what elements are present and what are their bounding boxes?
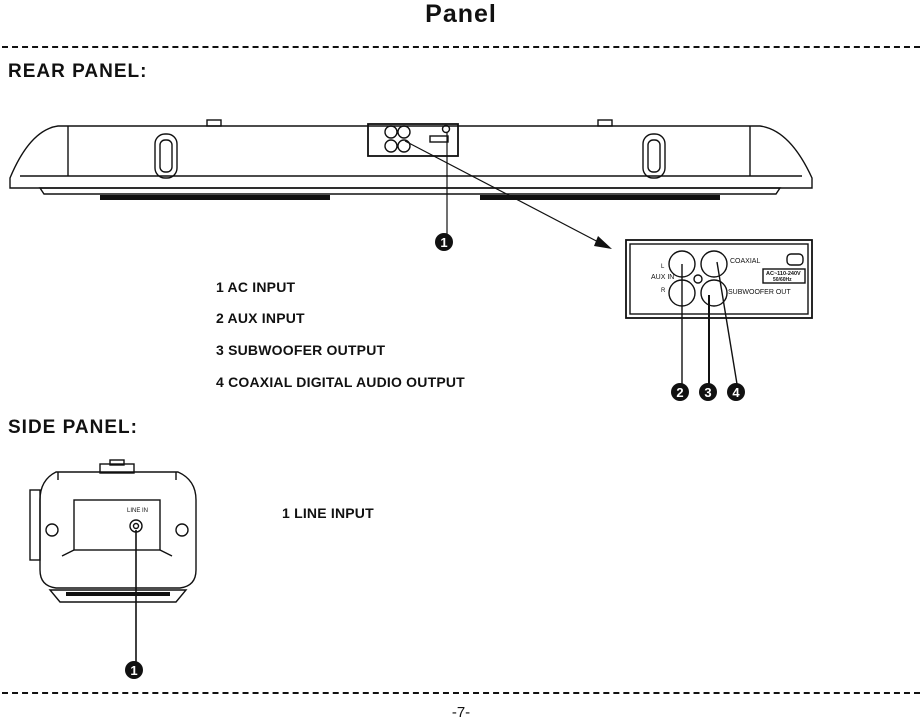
side-view-drawing xyxy=(29,459,197,662)
bottom-divider xyxy=(2,692,920,694)
rating-label-line1: AC~110-240V xyxy=(766,271,801,277)
page-number: -7- xyxy=(451,704,471,721)
jack-panel-zoom xyxy=(625,239,813,385)
svg-text:4: 4 xyxy=(732,385,740,400)
rear-legend-item-2: 2 AUX INPUT xyxy=(216,310,305,326)
aux-r-label: R xyxy=(661,288,666,294)
page-title: Panel xyxy=(425,0,497,28)
line-in-label: LINE IN xyxy=(127,508,148,514)
bottom-vents xyxy=(100,195,720,200)
rear-panel-heading: REAR PANEL: xyxy=(8,61,148,82)
soundbar-rear-view xyxy=(9,119,813,195)
zoom-arrow-head xyxy=(594,236,612,249)
svg-text:3: 3 xyxy=(704,385,711,400)
callout-badge-1-side: 1 xyxy=(125,661,143,679)
rear-legend-item-1: 1 AC INPUT xyxy=(216,279,296,295)
aux-l-label: L xyxy=(661,264,665,270)
side-legend-item-1: 1 LINE INPUT xyxy=(282,505,374,521)
aux-in-label: AUX IN xyxy=(651,274,674,281)
callout-badge-4: 4 xyxy=(727,383,745,401)
callout-badge-3: 3 xyxy=(699,383,717,401)
side-vents xyxy=(66,592,170,596)
side-panel-heading: SIDE PANEL: xyxy=(8,417,138,438)
svg-text:1: 1 xyxy=(130,663,137,678)
svg-text:1: 1 xyxy=(440,235,447,250)
subwoofer-out-label: SUBWOOFER OUT xyxy=(728,289,791,296)
coaxial-label: COAXIAL xyxy=(730,258,760,265)
callout-badge-2: 2 xyxy=(671,383,689,401)
svg-text:2: 2 xyxy=(676,385,683,400)
top-divider xyxy=(2,46,920,48)
zoom-arrow-line xyxy=(404,140,605,246)
rear-legend-item-4: 4 COAXIAL DIGITAL AUDIO OUTPUT xyxy=(216,374,465,390)
rating-label-line2: 50/60Hz xyxy=(773,277,792,283)
rear-legend-item-3: 3 SUBWOOFER OUTPUT xyxy=(216,342,386,358)
callout-badge-1-rear: 1 xyxy=(435,233,453,251)
